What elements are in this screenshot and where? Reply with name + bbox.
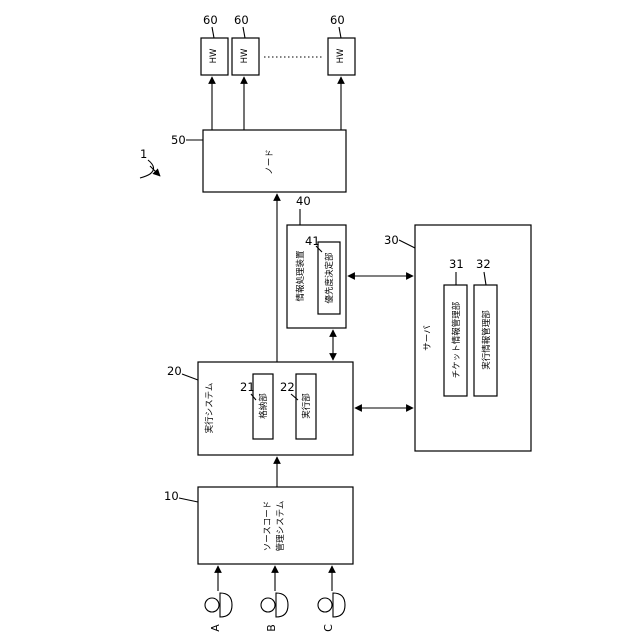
server-ref: 30 [384,233,399,247]
ticket-manager-ref: 31 [449,257,464,271]
hw-ref-3: 60 [330,13,345,27]
user-b-label: B [265,624,278,632]
user-a-icon [205,593,232,617]
server-label: サーバ [423,325,433,351]
executor-ref: 22 [280,380,295,394]
hw-ref-1: 60 [203,13,218,27]
execution-system-label: 実行システム [204,383,215,434]
execution-system-ref-leader [182,374,198,380]
hw-ref-leader-3 [339,27,341,38]
storage-ref: 21 [240,380,255,394]
execution-system-box [198,362,353,455]
node-ref: 50 [171,133,186,147]
storage-label: 格納部 [258,393,269,419]
hw-ref-2: 60 [234,13,249,27]
node-label: ノード [265,149,275,175]
source-system-label-line1: ソースコード [263,501,273,552]
hw-label-2: HW [240,48,250,63]
system-ref-leader [140,160,154,178]
info-processor-ref: 40 [296,194,311,208]
priority-label: 優先度決定部 [324,252,335,304]
info-processor-label: 情報処理装置 [295,250,306,302]
user-a-label: A [209,624,222,632]
system-ref-label: 1 [140,147,147,161]
source-system-ref: 10 [164,489,179,503]
execution-system-ref: 20 [167,364,182,378]
exec-info-manager-ref: 32 [476,257,491,271]
ticket-manager-label: チケット情報管理部 [451,301,462,378]
user-c-label: C [322,624,335,632]
executor-label: 実行部 [301,393,312,419]
priority-ref: 41 [305,234,320,248]
hw-ref-leader-2 [243,27,245,38]
source-system-label-line2: 管理システム [275,501,286,552]
system-ref-arrow [150,166,160,176]
hw-label-1: HW [209,48,219,63]
server-ref-leader [399,240,415,248]
user-c-icon [318,593,345,617]
source-system-ref-leader [179,498,198,502]
hw-label-3: HW [336,48,346,63]
exec-info-manager-label: 実行情報管理部 [481,310,492,370]
hw-ref-leader-1 [212,27,214,38]
user-b-icon [261,593,288,617]
